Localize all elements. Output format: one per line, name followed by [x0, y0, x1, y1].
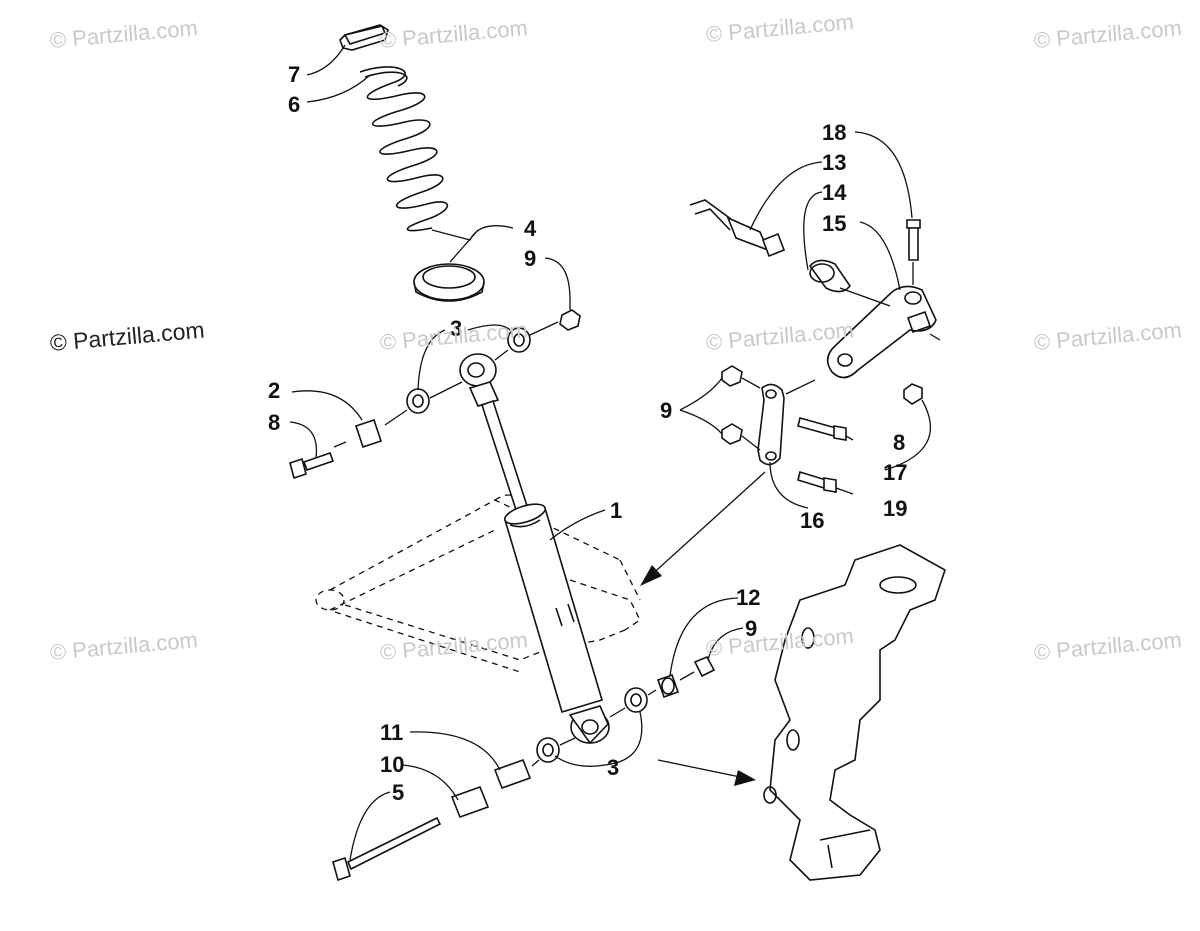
callout-5: 5	[392, 780, 404, 805]
coil-spring	[359, 66, 449, 232]
spring-retainer-cap	[339, 24, 389, 51]
callout-9-upper: 9	[524, 246, 536, 271]
callout-1: 1	[610, 498, 622, 523]
callout-11: 11	[380, 720, 403, 745]
callout-4: 4	[524, 216, 537, 241]
callout-3-lower: 3	[607, 755, 619, 780]
lower-mount-hardware	[332, 655, 716, 882]
callout-12: 12	[736, 585, 760, 610]
callout-7: 7	[288, 62, 300, 87]
spring-seat	[413, 263, 485, 302]
callout-3-upper: 3	[450, 316, 462, 341]
callout-15: 15	[822, 211, 846, 236]
callout-14: 14	[822, 180, 847, 205]
callout-labels: 7 6 4 9 3 2 8 1 18 13 14 15 9 8 17 19 16…	[268, 62, 907, 805]
upper-mount-hardware	[289, 309, 581, 480]
callout-9-lower: 9	[745, 616, 757, 641]
callout-6: 6	[288, 92, 300, 117]
callout-18: 18	[822, 120, 846, 145]
callout-9-right: 9	[660, 398, 672, 423]
callout-17: 17	[883, 460, 907, 485]
callout-8-right: 8	[893, 430, 905, 455]
callout-10: 10	[380, 752, 404, 777]
shock-absorber	[459, 353, 610, 745]
sway-bar-link-assembly	[689, 199, 941, 493]
callout-13: 13	[822, 150, 846, 175]
steering-knuckle	[763, 544, 946, 881]
leader-lines	[289, 44, 932, 861]
callout-19: 19	[883, 496, 907, 521]
callout-2: 2	[268, 378, 280, 403]
callout-16: 16	[800, 508, 824, 533]
assembly-arrows	[640, 471, 766, 786]
callout-8-left: 8	[268, 410, 280, 435]
